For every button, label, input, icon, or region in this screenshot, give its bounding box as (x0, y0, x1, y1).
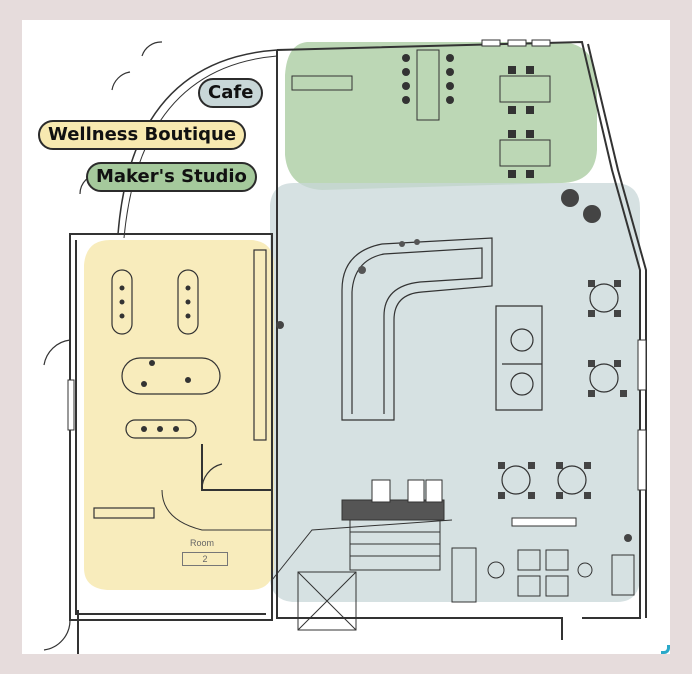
stairs (297, 499, 445, 631)
floor-plan-drawing (43, 39, 647, 654)
cafe-counter-stools (358, 239, 420, 274)
kitchen-equipment (371, 479, 577, 527)
wellness-fixtures[interactable] (93, 249, 267, 519)
legend-wellness-boutique[interactable]: Wellness Boutique (38, 120, 247, 150)
cafe-tables[interactable] (501, 283, 619, 495)
floor-plan-map: Cafe Wellness Boutique Maker's Studio Ro… (22, 20, 670, 654)
cafe-counter (341, 237, 543, 421)
cafe-zone[interactable] (270, 183, 640, 602)
maker-chairs (402, 54, 534, 178)
windows (67, 39, 647, 491)
lounge-seating[interactable] (451, 547, 635, 603)
room-number: 2 (182, 552, 228, 566)
maker-zone[interactable] (285, 42, 597, 190)
maker-furniture (291, 49, 551, 167)
legend-cafe[interactable]: Cafe (198, 78, 264, 108)
corner-accent (661, 645, 670, 654)
legend-makers-studio[interactable]: Maker's Studio (86, 162, 257, 192)
room-label: Room (190, 538, 215, 548)
wellness-display-items (119, 285, 191, 432)
plants (276, 189, 632, 542)
cafe-chairs (498, 280, 627, 499)
